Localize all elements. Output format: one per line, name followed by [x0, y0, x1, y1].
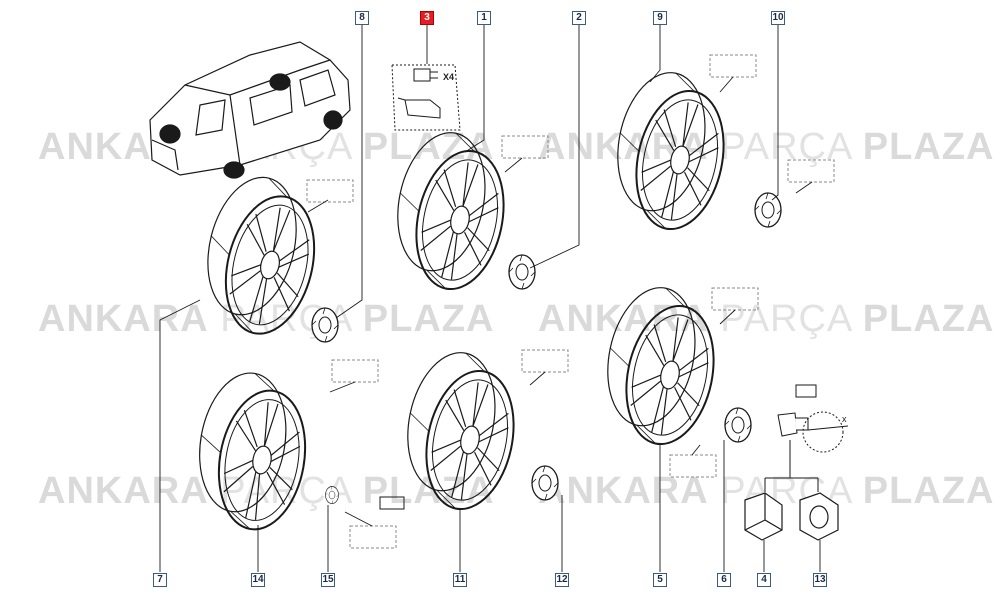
callout-9[interactable]: 9	[653, 11, 667, 25]
wheel-8	[189, 167, 333, 345]
callout-13[interactable]: 13	[813, 573, 827, 587]
callout-10[interactable]: 10	[771, 11, 785, 25]
car-sketch	[149, 41, 351, 179]
callout-6[interactable]: 6	[717, 573, 731, 587]
wheel-7	[185, 365, 319, 538]
callout-7[interactable]: 7	[153, 573, 167, 587]
cap-2	[508, 254, 536, 290]
nut-4	[744, 492, 783, 541]
wheel-9	[601, 63, 740, 239]
wheel-1	[381, 123, 520, 299]
cap-15	[325, 486, 339, 504]
callout-2[interactable]: 2	[572, 11, 586, 25]
callout-14[interactable]: 14	[251, 573, 265, 587]
callout-3-highlighted[interactable]: 3	[420, 11, 434, 25]
callout-5[interactable]: 5	[653, 573, 667, 587]
wheel-11	[391, 343, 530, 519]
reference-boxes	[306, 54, 835, 549]
cap-12	[531, 465, 559, 501]
cap-8	[311, 307, 339, 343]
callout-12[interactable]: 12	[555, 573, 569, 587]
callout-1[interactable]: 1	[477, 11, 491, 25]
callout-15[interactable]: 15	[321, 573, 335, 587]
axis-label: x	[842, 414, 847, 424]
wheel-5	[591, 278, 730, 454]
cap-6	[724, 407, 752, 443]
bolt-kit	[391, 64, 461, 131]
callout-11[interactable]: 11	[453, 573, 467, 587]
callout-4[interactable]: 4	[757, 573, 771, 587]
lug-bolt	[777, 411, 849, 453]
leader-lines	[159, 25, 821, 572]
bolt-quantity-label: X4	[443, 72, 455, 82]
nut-13	[799, 492, 839, 541]
callout-8[interactable]: 8	[355, 11, 369, 25]
cap-10	[754, 192, 782, 228]
